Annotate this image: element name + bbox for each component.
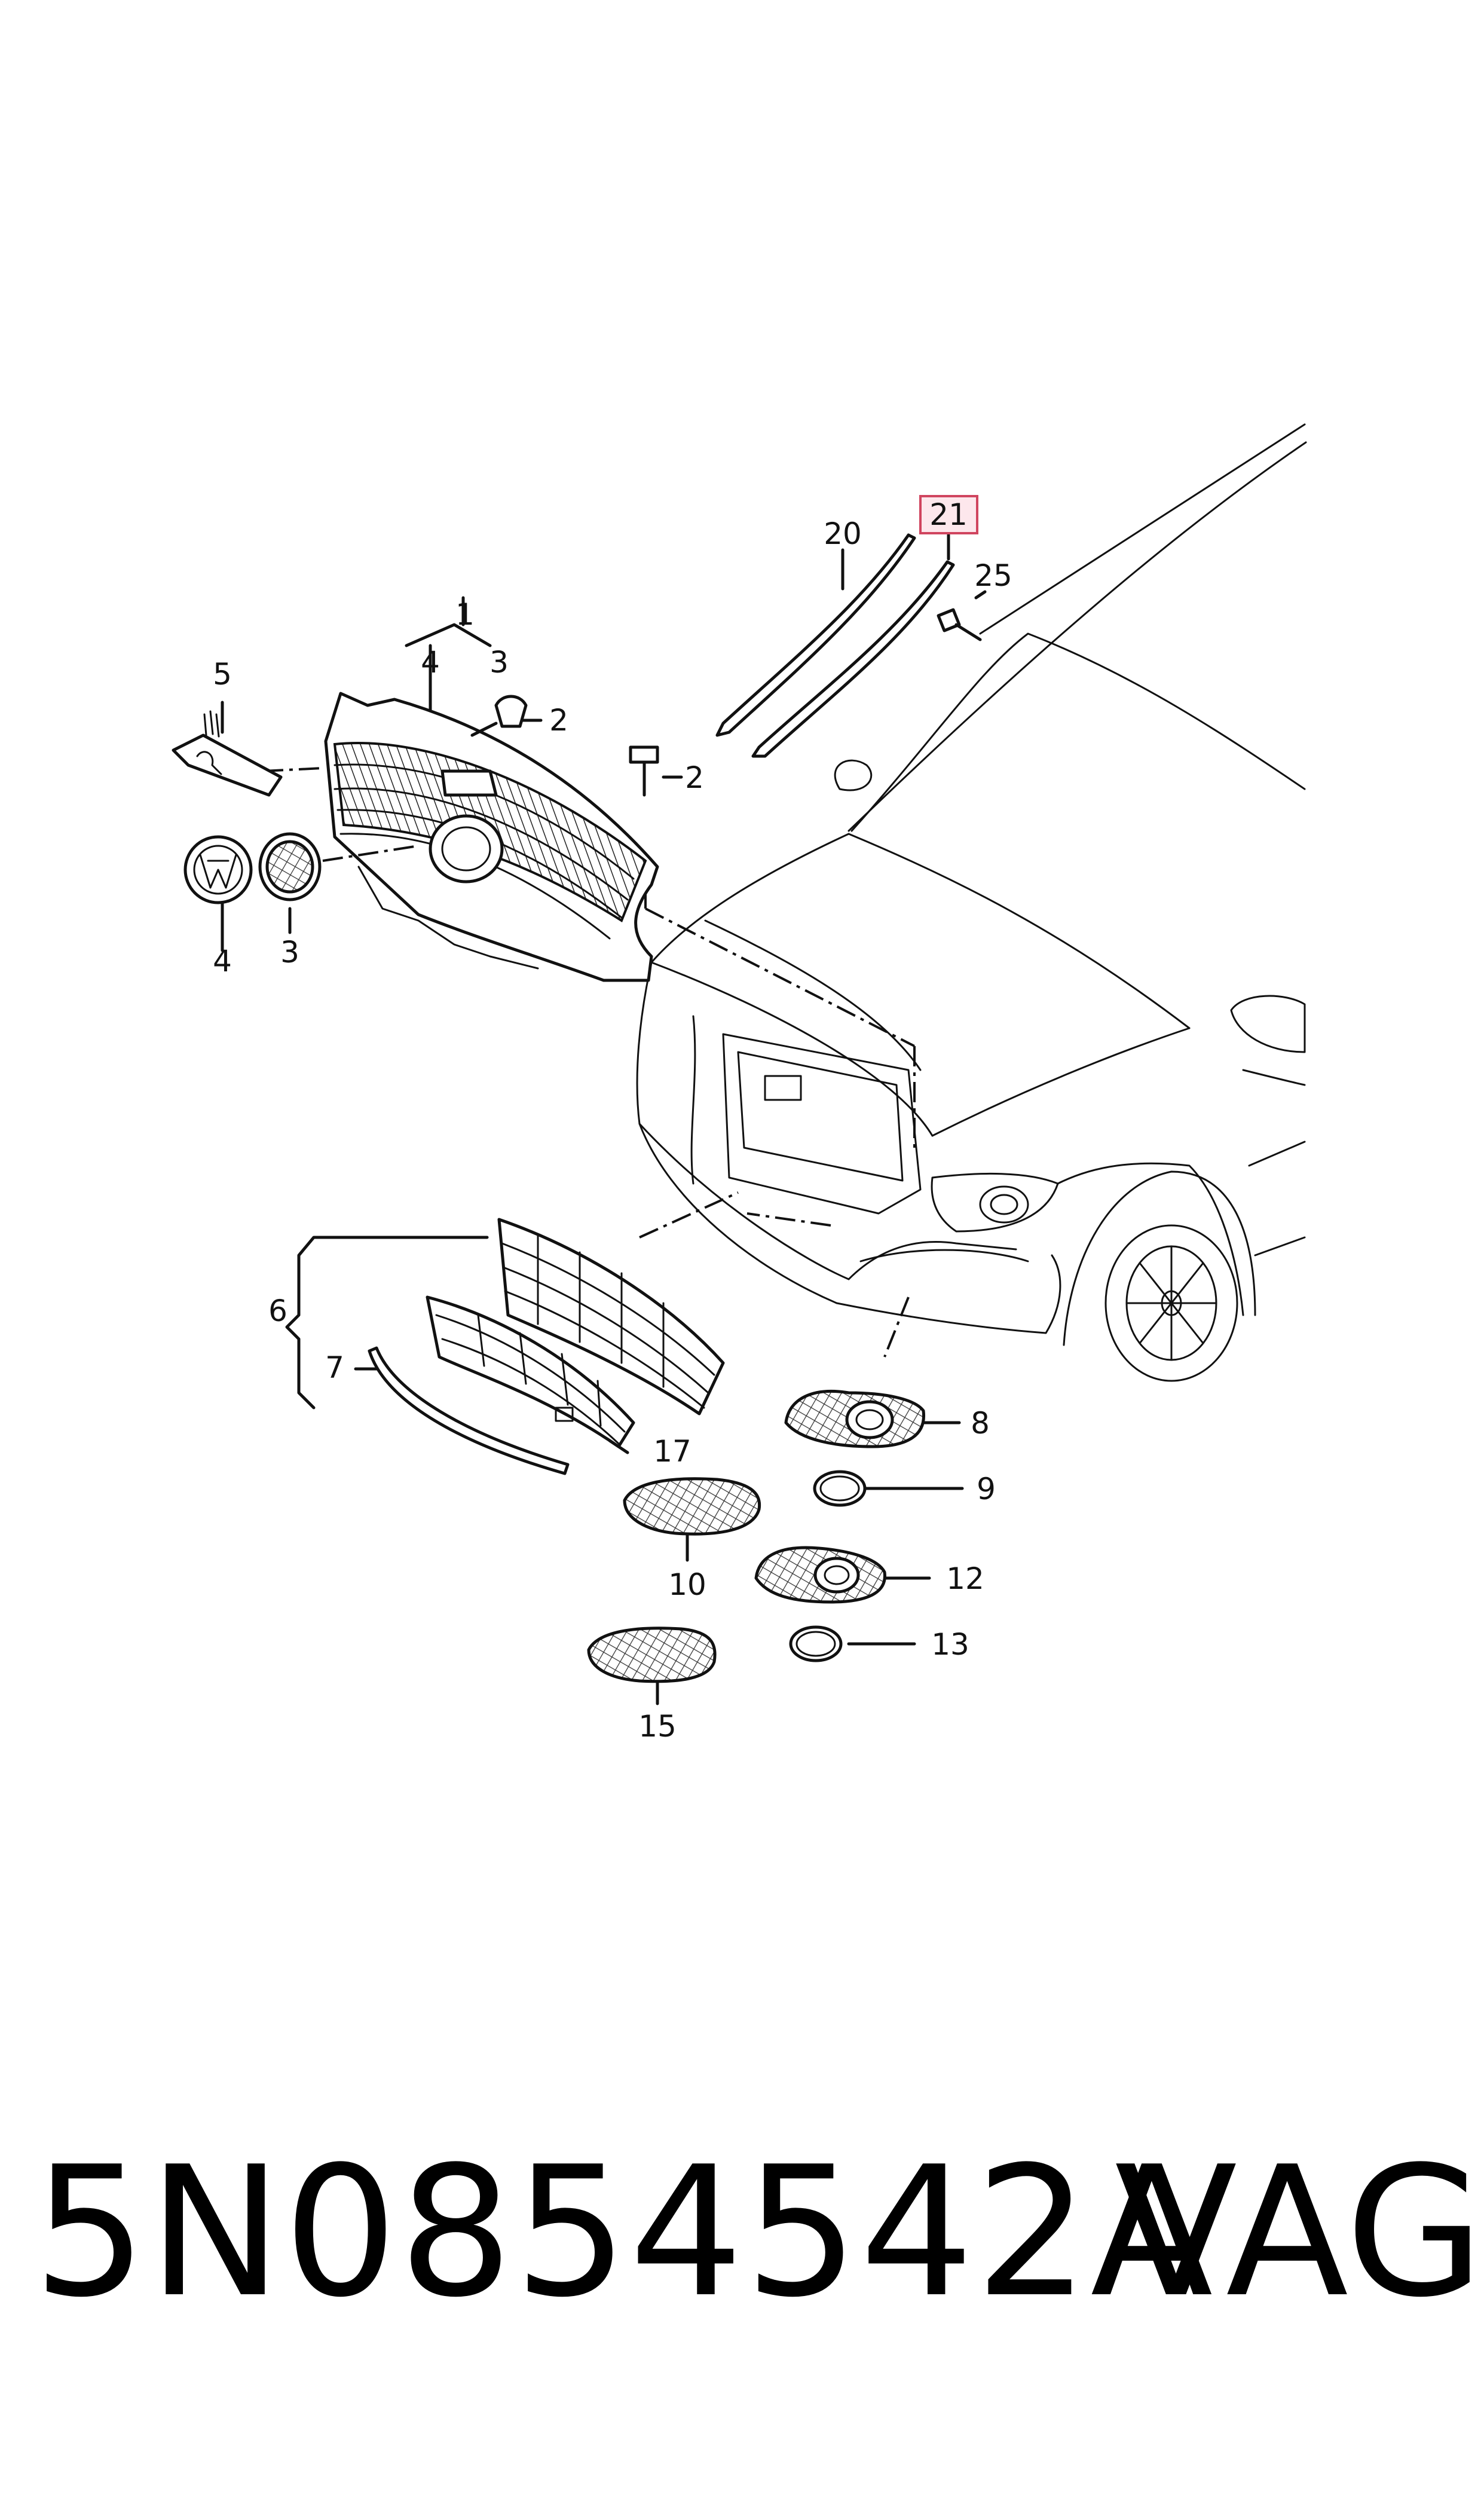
callout-3-top: 3: [489, 645, 509, 680]
callout-6: 6: [268, 1294, 287, 1328]
fog-lamp-grille-8: [784, 1389, 926, 1448]
callout-4-bottom: 4: [213, 944, 232, 979]
brand-label: VAG: [1115, 2128, 1484, 2337]
callout-13: 13: [931, 1627, 969, 1662]
lower-grille: [497, 1218, 725, 1416]
callout-4-top: 4: [421, 645, 440, 680]
highlight-box: [919, 495, 978, 534]
trim-strip-21: [751, 560, 955, 758]
trim-strip-7: [368, 1346, 570, 1475]
fog-lamp-grille-15: [587, 1627, 717, 1683]
callout-17: 17: [653, 1434, 691, 1469]
clip-icon: [937, 608, 982, 641]
callout-8: 8: [971, 1406, 990, 1441]
callout-7: 7: [325, 1350, 344, 1385]
fog-lamp-grille-12: [754, 1546, 886, 1604]
vw-emblem-icon: [183, 835, 253, 904]
callout-1: 1: [455, 597, 475, 632]
emblem-mesh-icon: [258, 832, 322, 901]
callout-21: 21: [929, 497, 968, 532]
fog-lamp-grille-10: [623, 1477, 761, 1536]
rline-badge-icon: [172, 710, 283, 797]
part-number: 5N0854542A: [33, 2128, 1214, 2337]
fog-lamp-ring-13: [789, 1625, 843, 1662]
callout-10: 10: [668, 1567, 706, 1602]
trim-strip-20: [715, 533, 916, 737]
callout-15: 15: [638, 1709, 677, 1744]
radiator-grille: [324, 692, 659, 982]
callout-5: 5: [213, 657, 232, 692]
callout-25: 25: [974, 558, 1012, 593]
callout-3-bottom: 3: [280, 935, 299, 970]
lower-grille-frame: [426, 1295, 635, 1448]
callout-12: 12: [946, 1561, 984, 1596]
vehicle-outline: [636, 423, 1307, 1382]
callout-2-b: 2: [685, 760, 704, 795]
callout-2-a: 2: [549, 703, 568, 738]
callout-20: 20: [824, 516, 862, 551]
callout-9: 9: [977, 1472, 996, 1506]
fog-lamp-ring-9: [813, 1470, 867, 1507]
bolt-icon: [470, 695, 659, 797]
